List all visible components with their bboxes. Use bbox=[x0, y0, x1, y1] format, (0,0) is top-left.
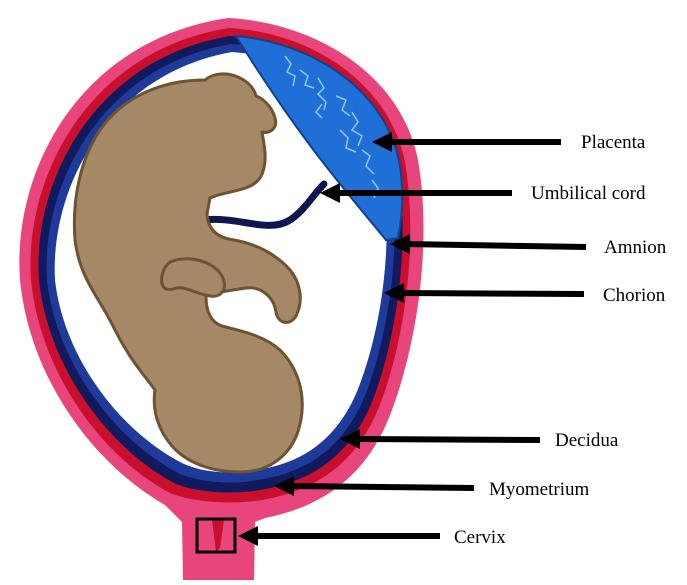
label-chorion: Chorion bbox=[603, 286, 665, 305]
label-placenta: Placenta bbox=[581, 133, 645, 152]
label-amnion: Amnion bbox=[604, 238, 666, 257]
label-myometrium: Myometrium bbox=[489, 480, 589, 499]
arrow-amnion bbox=[404, 244, 586, 247]
label-cervix: Cervix bbox=[454, 528, 506, 547]
arrow-chorion bbox=[398, 293, 584, 294]
arrow-myometrium bbox=[290, 486, 474, 488]
label-umbilical-cord: Umbilical cord bbox=[531, 184, 646, 203]
label-decidua: Decidua bbox=[555, 431, 618, 450]
arrow-decidua bbox=[356, 439, 540, 440]
